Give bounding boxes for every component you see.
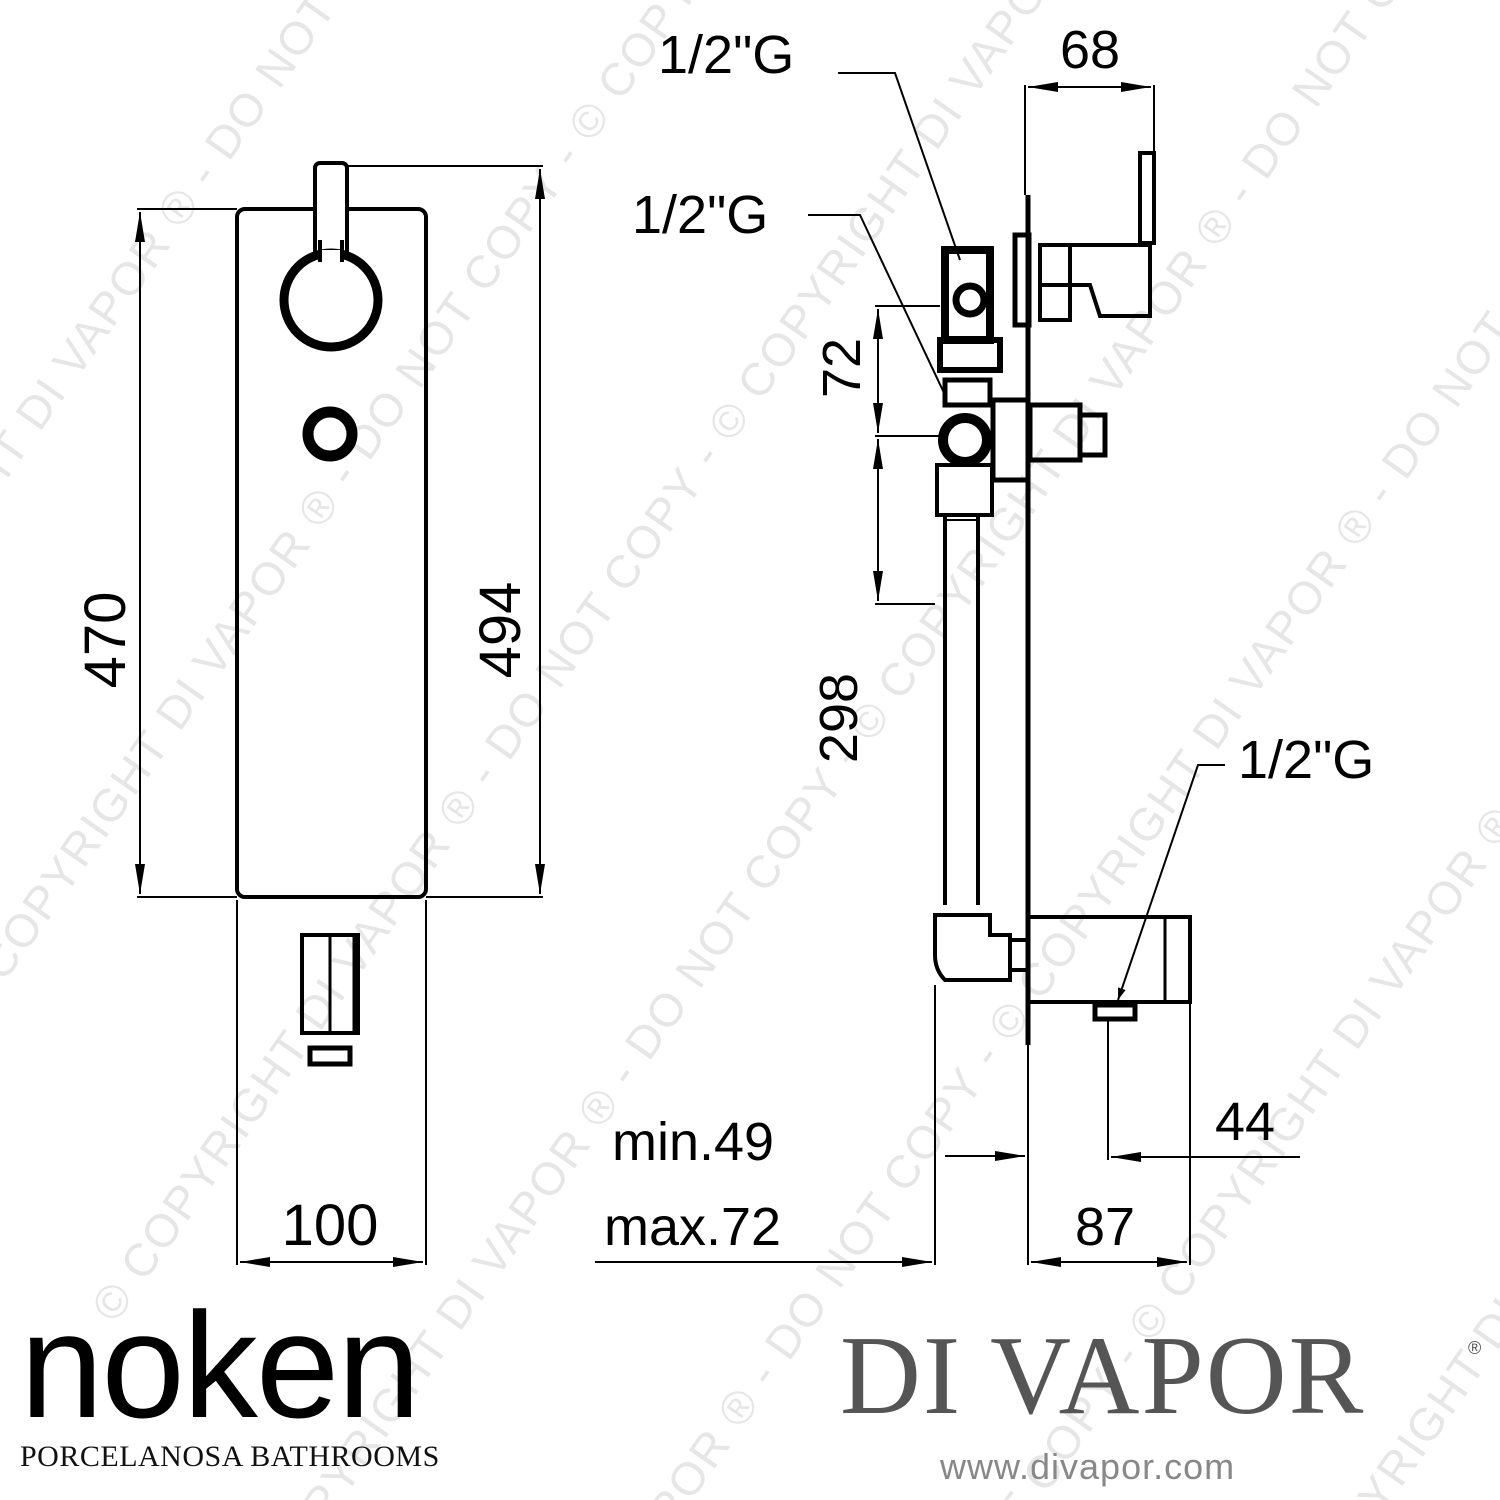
leader-outlet — [1117, 764, 1225, 1001]
divapor-logo: DI VAPOR — [840, 1314, 1366, 1438]
dimension-494-label: 494 — [468, 582, 533, 679]
dimension-72-label: 72 — [812, 338, 872, 398]
dimension-100-label: 100 — [282, 1193, 379, 1258]
wall-depth-min-label: min.49 — [612, 1112, 774, 1172]
connection-mid-label: 1/2"G — [632, 185, 768, 245]
dimension-298-label: 298 — [809, 673, 869, 763]
dimension-68-label: 68 — [1060, 20, 1120, 80]
divapor-url[interactable]: www.divapor.com — [940, 1446, 1236, 1487]
noken-tagline: PORCELANOSA BATHROOMS — [20, 1440, 440, 1473]
connection-top-label: 1/2"G — [658, 25, 794, 85]
connection-outlet-label: 1/2"G — [1238, 730, 1374, 790]
registered-mark: ® — [1468, 1338, 1482, 1358]
side-lever — [1138, 151, 1156, 245]
wall-depth-max-label: max.72 — [604, 1197, 781, 1257]
lower-inlet-valve — [938, 413, 992, 467]
front-view — [135, 161, 545, 1267]
noken-logo: noken — [20, 1281, 421, 1449]
dimension-470-label: 470 — [73, 592, 138, 689]
leader-mid — [808, 214, 946, 396]
leader-top — [838, 72, 961, 261]
side-spout — [1026, 915, 1192, 1004]
dimension-44-label: 44 — [1215, 1092, 1275, 1152]
bottom-elbow — [933, 913, 1012, 982]
outlet-thread — [307, 1045, 353, 1067]
diverter-knob — [302, 406, 358, 462]
side-view — [595, 72, 1300, 1267]
dimension-87-label: 87 — [1075, 1197, 1135, 1257]
